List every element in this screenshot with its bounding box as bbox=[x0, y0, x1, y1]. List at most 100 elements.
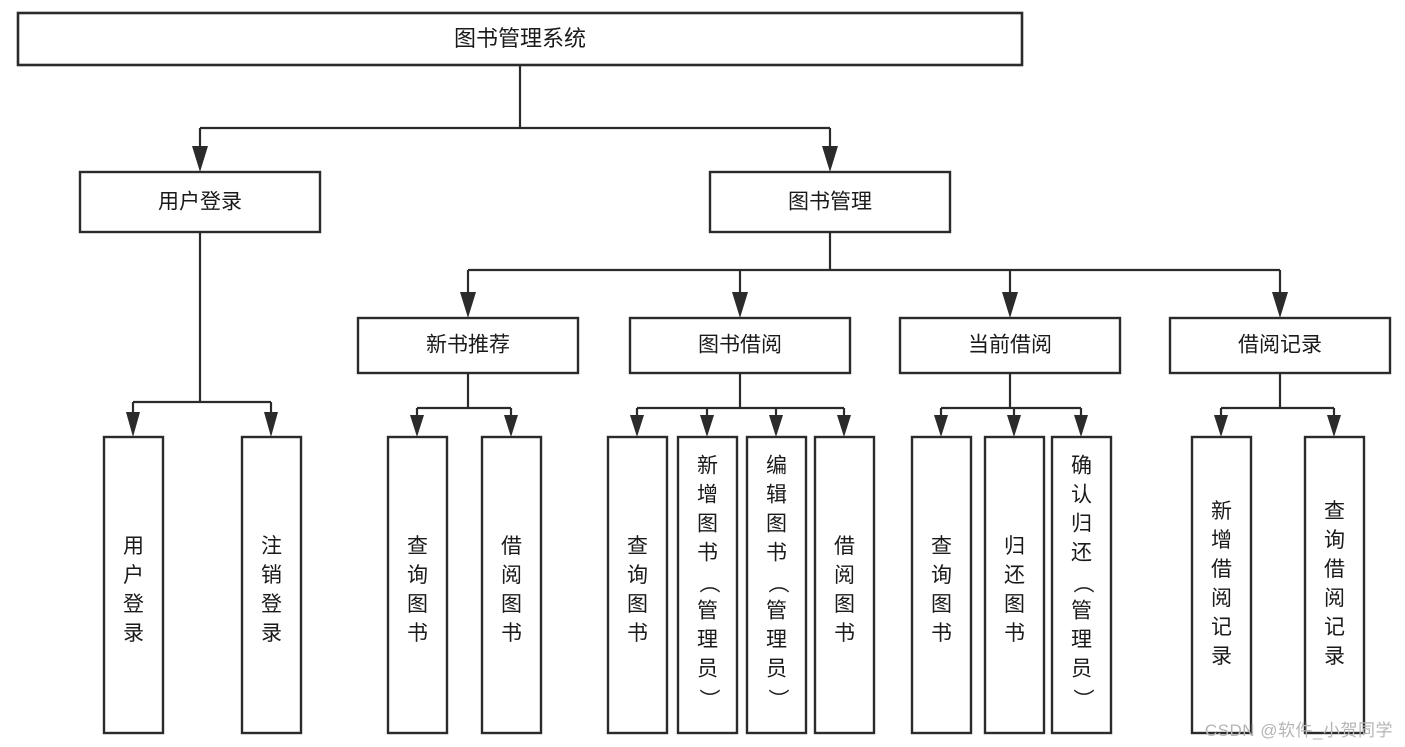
node-leaf-query-book-borrow-char: 书 bbox=[627, 622, 648, 645]
node-leaf-return-book-char: 书 bbox=[1004, 622, 1025, 645]
node-leaf-edit-book-admin-char: 理 bbox=[766, 629, 787, 652]
node-leaf-add-book-admin-box[interactable] bbox=[676, 435, 739, 735]
node-leaf-user-login[interactable]: 用户登录用户登录 bbox=[102, 435, 165, 735]
node-leaf-edit-book-admin-char: ） bbox=[766, 689, 789, 710]
node-leaf-user-login-char: 登 bbox=[123, 593, 144, 616]
node-leaf-borrow-book-rec-char: 借 bbox=[501, 535, 522, 558]
node-leaf-query-book-rec-box[interactable] bbox=[386, 435, 449, 735]
node-leaf-edit-book-admin-char: 图 bbox=[766, 513, 787, 536]
node-leaf-query-book-rec[interactable]: 查询图书查询图书 bbox=[386, 435, 449, 735]
node-leaf-borrow-book-char: 图 bbox=[834, 593, 855, 616]
node-leaf-edit-book-admin-box[interactable] bbox=[745, 435, 808, 735]
node-borrow-record-box[interactable] bbox=[1168, 316, 1392, 375]
node-leaf-confirm-return-char: 归 bbox=[1071, 513, 1092, 536]
node-current-borrow-box[interactable] bbox=[898, 316, 1122, 375]
node-leaf-add-borrow-record-char: 阅 bbox=[1211, 587, 1232, 610]
node-leaf-user-login-char: 用 bbox=[123, 535, 144, 558]
node-leaf-query-book-current-box[interactable] bbox=[910, 435, 973, 735]
node-root-box[interactable] bbox=[16, 11, 1024, 67]
node-current-borrow[interactable]: 当前借阅 bbox=[898, 316, 1122, 375]
node-new-book-recommend-label: 新书推荐 bbox=[426, 334, 510, 357]
arrow-head-leaf-add-borrow-record bbox=[1214, 415, 1228, 437]
arrow-head-leaf-edit-book-admin bbox=[769, 415, 783, 437]
node-new-book-recommend-box[interactable] bbox=[356, 316, 580, 375]
node-leaf-query-book-borrow-char: 图 bbox=[627, 593, 648, 616]
arrow-head-new-book-recommend bbox=[460, 292, 476, 318]
node-leaf-logout-char: 录 bbox=[261, 622, 282, 645]
node-leaf-borrow-book[interactable]: 借阅图书借阅图书 bbox=[813, 435, 876, 735]
node-leaf-edit-book-admin-char: 编 bbox=[766, 455, 787, 478]
node-leaf-add-book-admin-char: 增 bbox=[697, 484, 718, 507]
node-leaf-borrow-book-rec[interactable]: 借阅图书借阅图书 bbox=[480, 435, 543, 735]
node-book-manage[interactable]: 图书管理 bbox=[708, 170, 952, 234]
node-leaf-user-login-box[interactable] bbox=[102, 435, 165, 735]
node-book-manage-box[interactable] bbox=[708, 170, 952, 234]
arrow-head-leaf-user-login bbox=[126, 412, 140, 437]
node-leaf-add-book-admin-char: 员 bbox=[697, 658, 718, 681]
node-leaf-logout-box[interactable] bbox=[240, 435, 303, 735]
arrow-head-leaf-borrow-book-rec bbox=[504, 415, 518, 437]
arrow-head-book-borrow bbox=[732, 292, 748, 318]
arrow-head-leaf-return-book bbox=[1007, 415, 1021, 437]
node-leaf-query-book-borrow-box[interactable] bbox=[606, 435, 669, 735]
node-leaf-return-book-char: 图 bbox=[1004, 593, 1025, 616]
node-leaf-confirm-return-char: 确 bbox=[1071, 455, 1092, 478]
node-leaf-edit-book-admin-char: 员 bbox=[766, 658, 787, 681]
node-book-borrow[interactable]: 图书借阅 bbox=[628, 316, 852, 375]
node-leaf-query-borrow-record-char: 阅 bbox=[1324, 587, 1345, 610]
node-leaf-edit-book-admin-char: （ bbox=[766, 573, 789, 594]
node-leaf-query-borrow-record-box[interactable] bbox=[1303, 435, 1366, 735]
node-current-borrow-label: 当前借阅 bbox=[968, 334, 1052, 357]
node-leaf-confirm-return-char: 员 bbox=[1071, 658, 1092, 681]
node-leaf-return-book-char: 归 bbox=[1004, 535, 1025, 558]
node-leaf-borrow-book-rec-box[interactable] bbox=[480, 435, 543, 735]
node-leaf-logout-char: 销 bbox=[261, 564, 282, 587]
node-leaf-add-borrow-record-char: 增 bbox=[1211, 529, 1232, 552]
node-leaf-add-book-admin-char: （ bbox=[697, 573, 720, 594]
node-leaf-query-book-borrow[interactable]: 查询图书查询图书 bbox=[606, 435, 669, 735]
arrow-head-leaf-query-book-borrow bbox=[630, 415, 644, 437]
node-leaf-edit-book-admin-char: 辑 bbox=[766, 484, 787, 507]
node-leaf-query-book-rec-char: 询 bbox=[407, 564, 428, 587]
node-leaf-add-borrow-record-char: 记 bbox=[1211, 616, 1232, 639]
node-leaf-confirm-return-box[interactable] bbox=[1050, 435, 1113, 735]
node-leaf-add-borrow-record-box[interactable] bbox=[1190, 435, 1253, 735]
node-leaf-confirm-return-char: 管 bbox=[1071, 600, 1092, 623]
node-leaf-return-book[interactable]: 归还图书归还图书 bbox=[983, 435, 1046, 735]
node-leaf-add-borrow-record[interactable]: 新增借阅记录新增借阅记录 bbox=[1190, 435, 1253, 735]
node-leaf-logout[interactable]: 注销登录注销登录 bbox=[240, 435, 303, 735]
arrow-head-current-borrow bbox=[1002, 292, 1018, 318]
node-leaf-borrow-book-box[interactable] bbox=[813, 435, 876, 735]
arrow-head-book-manage bbox=[822, 146, 838, 172]
node-root[interactable]: 图书管理系统 bbox=[16, 11, 1024, 67]
node-borrow-record[interactable]: 借阅记录 bbox=[1168, 316, 1392, 375]
arrow-head-leaf-add-book-admin bbox=[700, 415, 714, 437]
node-leaf-borrow-book-char: 阅 bbox=[834, 564, 855, 587]
node-book-manage-label: 图书管理 bbox=[788, 191, 872, 214]
node-leaf-return-book-box[interactable] bbox=[983, 435, 1046, 735]
node-new-book-recommend[interactable]: 新书推荐 bbox=[356, 316, 580, 375]
arrow-head-leaf-confirm-return bbox=[1074, 415, 1088, 437]
arrow-head-leaf-query-borrow-record bbox=[1327, 415, 1341, 437]
node-leaf-add-book-admin-char: 理 bbox=[697, 629, 718, 652]
node-leaf-query-book-current-char: 图 bbox=[931, 593, 952, 616]
node-user-login-label: 用户登录 bbox=[158, 191, 242, 214]
node-leaf-logout-char: 注 bbox=[261, 535, 282, 558]
node-leaf-query-book-borrow-char: 查 bbox=[627, 535, 648, 558]
node-leaf-query-borrow-record-char: 记 bbox=[1324, 616, 1345, 639]
node-leaf-borrow-book-char: 借 bbox=[834, 535, 855, 558]
node-leaf-query-book-current-char: 询 bbox=[931, 564, 952, 587]
node-leaf-return-book-char: 还 bbox=[1004, 564, 1025, 587]
node-leaf-query-book-rec-char: 查 bbox=[407, 535, 428, 558]
node-leaf-query-book-current[interactable]: 查询图书查询图书 bbox=[910, 435, 973, 735]
arrow-head-user-login bbox=[192, 146, 208, 172]
node-user-login[interactable]: 用户登录 bbox=[78, 170, 322, 234]
node-book-borrow-box[interactable] bbox=[628, 316, 852, 375]
node-user-login-box[interactable] bbox=[78, 170, 322, 234]
node-leaf-query-borrow-record[interactable]: 查询借阅记录查询借阅记录 bbox=[1303, 435, 1366, 735]
